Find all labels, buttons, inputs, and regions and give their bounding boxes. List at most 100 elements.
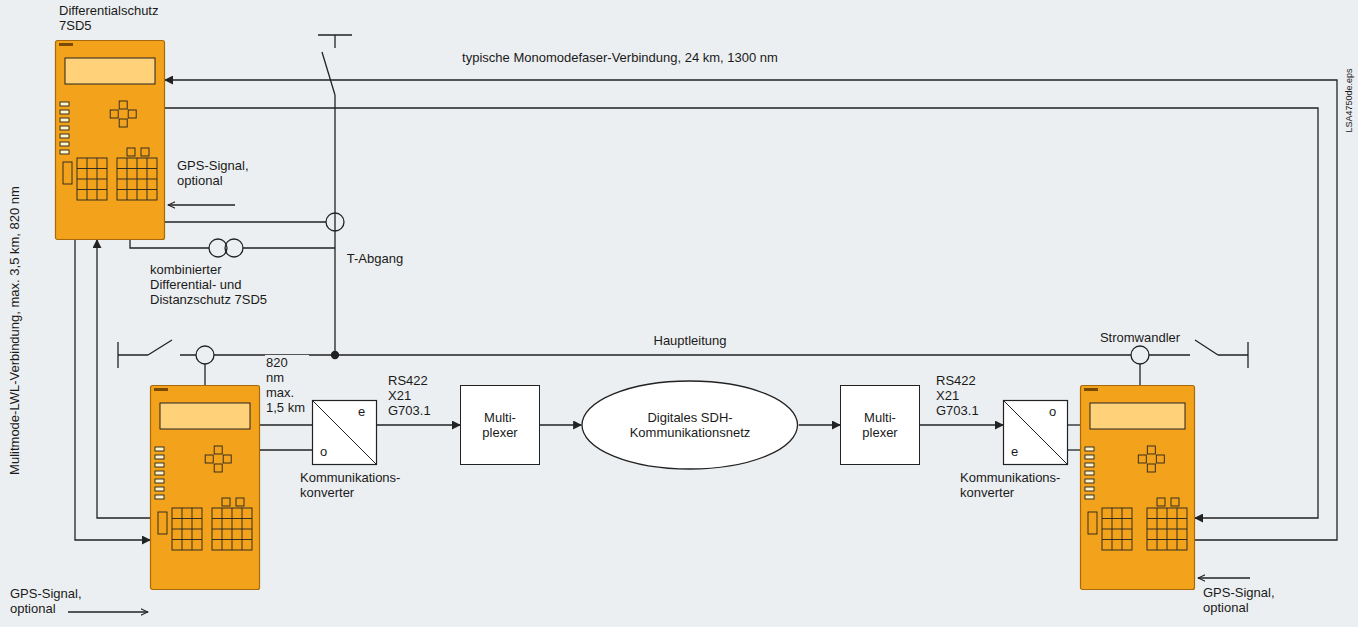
converter-label: o <box>1049 404 1056 419</box>
text-holder: Differentialschutz 7SD5 <box>59 3 189 33</box>
keypad-line <box>212 518 252 519</box>
keypad <box>1147 508 1187 550</box>
led <box>155 463 164 467</box>
led <box>155 471 164 475</box>
led <box>60 110 69 114</box>
fiber-connector <box>540 424 581 425</box>
connection-label: Mulitmode-LWL-Verbindung, max. 3,5 km, 8… <box>7 185 22 476</box>
keypad <box>172 508 202 550</box>
led <box>1085 495 1094 499</box>
fiber-connector <box>97 240 150 518</box>
cursor-key <box>214 464 222 472</box>
led <box>60 102 69 106</box>
protection-relay-outline <box>150 385 260 590</box>
led <box>155 479 164 483</box>
keypad-line <box>172 518 202 519</box>
relay-housing <box>151 386 260 590</box>
led <box>1085 487 1094 491</box>
keypad-line <box>1147 539 1187 540</box>
key <box>1171 498 1179 506</box>
ct-wire <box>165 221 326 222</box>
keypad-line <box>1102 529 1132 530</box>
led <box>155 447 164 451</box>
keypad <box>117 158 157 200</box>
led <box>1085 463 1094 467</box>
text-holder: Kommunikations- konverter <box>960 470 1074 500</box>
relay-keys <box>60 101 157 200</box>
keypad-line <box>77 168 107 169</box>
led <box>155 487 164 491</box>
relay-housing <box>1081 386 1195 590</box>
current-transformer <box>326 213 344 231</box>
connection-label: RS422 X21 G703.1 <box>935 373 989 418</box>
converter-label: e <box>358 404 365 419</box>
part-label: Hauptleitung <box>653 333 728 348</box>
relay-display <box>1090 403 1185 429</box>
key <box>1088 512 1097 534</box>
key <box>127 148 135 156</box>
cursor-key <box>128 110 136 118</box>
led <box>1085 479 1094 483</box>
text-holder: e <box>1011 444 1018 459</box>
converter-label: o <box>320 444 327 459</box>
keypad <box>212 508 252 550</box>
vt-wire <box>130 240 335 248</box>
voltage-transformer <box>209 239 227 257</box>
relay-keys <box>1085 446 1187 550</box>
converter-diagonal <box>312 400 377 465</box>
led <box>155 455 164 459</box>
text-holder: Digitales SDH- Kommunikationsnetz <box>618 410 763 440</box>
keypad-line <box>212 529 252 530</box>
keypad-line <box>1102 518 1132 519</box>
key <box>236 498 244 506</box>
keypad-line <box>1147 518 1187 519</box>
relay-keys <box>155 446 252 550</box>
box-label: Multi- plexer <box>472 410 528 440</box>
edge-label-holder: typische Monomodefaser-Verbindung, 24 km… <box>461 50 779 65</box>
network-ellipse-outline <box>582 381 798 469</box>
box-label: Digitales SDH- Kommunikationsnetz <box>618 410 763 440</box>
label-holder: LSA4750de.eps <box>1344 67 1355 133</box>
multiplexer-box: Multi- plexer <box>460 385 540 465</box>
graphic-part <box>68 35 1250 612</box>
device-label: GPS-Signal, optional <box>1203 585 1283 615</box>
gps-arrow <box>68 611 148 612</box>
fiber-connector <box>799 424 840 425</box>
cursor-key <box>1147 446 1155 454</box>
protection-relay-outline <box>1080 385 1195 590</box>
part-label: Stromwandler <box>1099 330 1181 345</box>
text-holder: GPS-Signal, optional <box>10 586 90 616</box>
led <box>60 118 69 122</box>
cursor-key <box>119 119 127 127</box>
keypad-line <box>117 189 157 190</box>
keypad-line <box>1102 539 1132 540</box>
text-holder: e <box>358 404 365 419</box>
cursor-key <box>119 101 127 109</box>
protection-relay: kombinierter Differential- und Distanzsc… <box>150 385 260 590</box>
label-holder: T-Abgang <box>346 251 404 266</box>
connection-label: typische Monomodefaser-Verbindung, 24 km… <box>461 50 779 65</box>
keypad <box>77 158 107 200</box>
fiber-connector <box>920 424 1003 425</box>
led <box>155 495 164 499</box>
communication-converter: oeKommunikations- konverter <box>1003 400 1068 465</box>
part-label: T-Abgang <box>346 251 404 266</box>
text-holder: o <box>320 444 327 459</box>
relay-display <box>160 403 250 429</box>
relay-strip <box>154 388 168 391</box>
current-transformer <box>1131 346 1149 364</box>
connection-label: 820 nm max. 1,5 km <box>265 355 309 415</box>
fiber-connector <box>260 449 312 450</box>
t-branch-line <box>318 35 352 355</box>
fiber-connector <box>75 240 150 540</box>
key <box>1157 498 1165 506</box>
connection-label: RS422 X21 G703.1 <box>387 373 441 418</box>
keypad-line <box>77 179 107 180</box>
fiber-connector <box>260 424 312 425</box>
fiber-connector <box>1068 424 1080 425</box>
led <box>1085 471 1094 475</box>
communication-converter: eoKommunikations- konverter <box>312 400 377 465</box>
edge-label-holder: Mulitmode-LWL-Verbindung, max. 3,5 km, 8… <box>7 185 22 476</box>
